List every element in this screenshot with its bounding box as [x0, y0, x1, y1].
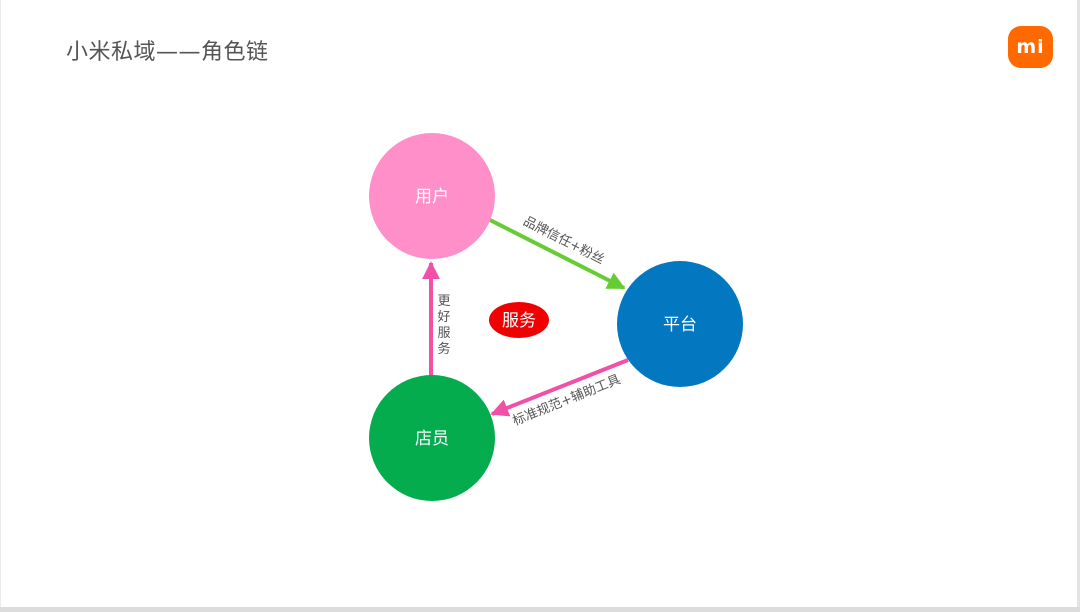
xiaomi-logo-icon: mi [1008, 26, 1053, 68]
node-clerk-label: 店员 [415, 429, 449, 449]
edge-clerk-to-user-label: 更 好 服 务 [437, 294, 450, 357]
center-service-ellipse [489, 302, 549, 338]
center-service-badge: 服务 [489, 302, 549, 338]
edge-platform-to-clerk-arrow [490, 358, 629, 417]
node-platform-circle [617, 261, 743, 387]
center-service-label: 服务 [502, 311, 536, 331]
node-user-circle [369, 133, 495, 259]
node-platform-label: 平台 [663, 315, 697, 335]
slide-edge-left [0, 0, 1, 612]
node-user: 用户 [369, 133, 495, 259]
logo-text: mi [1016, 36, 1045, 58]
edge-clerk-to-user-label-char: 更 [437, 294, 450, 309]
edge-clerk-to-user-label-char: 好 [437, 310, 450, 325]
node-clerk-circle [369, 375, 495, 501]
node-clerk: 店员 [369, 375, 495, 501]
edge-clerk-to-user-label-char: 务 [437, 341, 450, 357]
edge-clerk-to-user-label-char: 服 [437, 326, 450, 341]
slide-edge-bottom [0, 607, 1080, 612]
node-user-label: 用户 [415, 187, 449, 207]
node-platform: 平台 [617, 261, 743, 387]
edge-user-to-platform-arrow [489, 218, 626, 290]
slide-edge-right [1077, 0, 1080, 612]
page-title: 小米私域——角色链 [66, 40, 269, 65]
